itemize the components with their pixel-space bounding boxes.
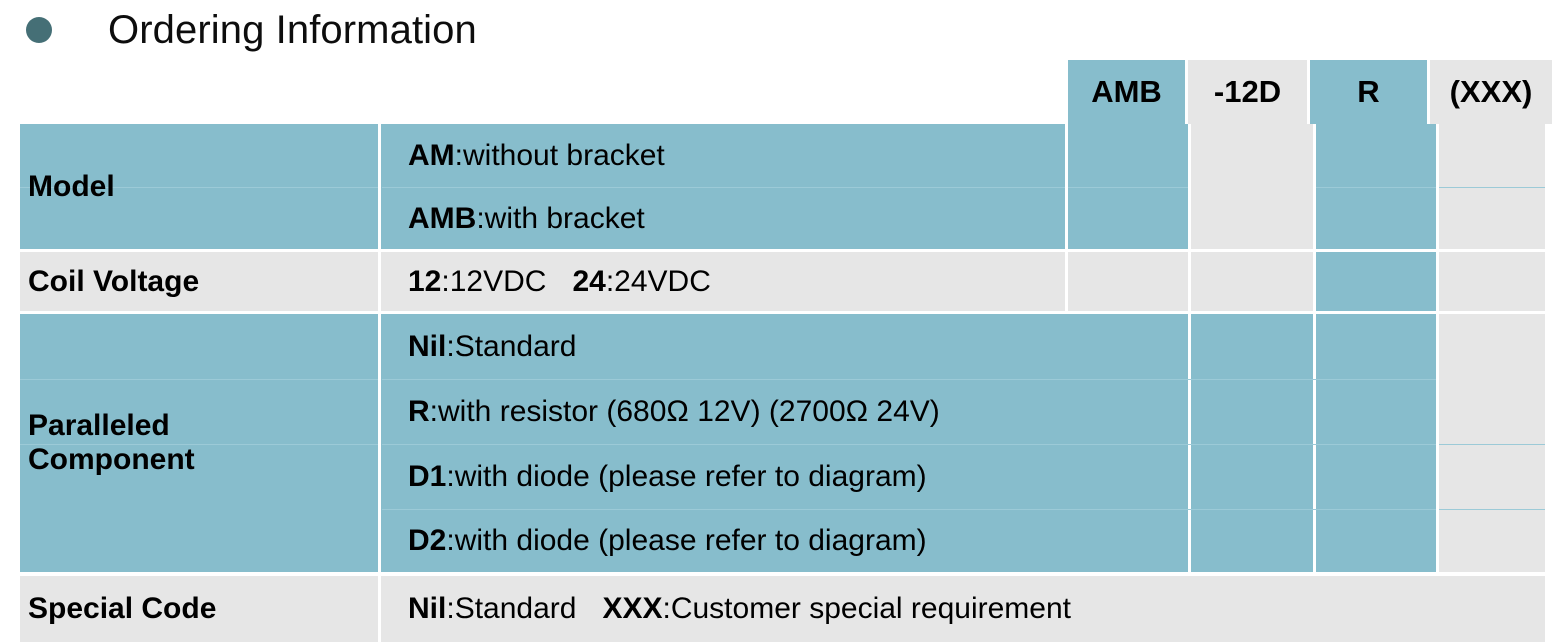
option-text-secondary: Customer special requirement	[670, 592, 1071, 625]
table-row: D2: with diode (please refer to diagram)	[382, 510, 1436, 572]
row-label-paralleled-text: Paralleled	[28, 409, 170, 443]
row-label-model: Model	[20, 124, 378, 249]
option-text: Standard	[454, 329, 577, 363]
option-text: with resistor (680Ω 12V) (2700Ω 24V)	[438, 395, 940, 428]
option-separator: :	[476, 201, 485, 235]
option-code: D1	[408, 460, 447, 493]
band-main-model	[20, 124, 1068, 252]
inner-gridline	[382, 379, 1436, 380]
inner-gridline	[20, 187, 378, 188]
option-text-secondary: 24VDC	[614, 264, 711, 298]
option-code: Nil	[408, 592, 447, 625]
inner-gridline	[1439, 187, 1545, 188]
part-code-cell-component: R	[1310, 60, 1430, 124]
ordering-information-table: Model AM: without bracket AMB: with brac…	[20, 124, 1545, 642]
option-separator: :	[446, 524, 455, 557]
table-row: AMB: with bracket	[382, 188, 1065, 249]
option-separator: :	[454, 138, 463, 172]
option-code: 12	[408, 264, 442, 298]
part-code-cell-model: AMB	[1068, 60, 1188, 124]
inner-gridline	[382, 444, 1436, 445]
band-main-voltage	[20, 252, 1068, 314]
table-row: Nil: Standard XXX: Customer special requi…	[382, 576, 1542, 642]
option-text: 12VDC	[449, 264, 547, 298]
option-separator: :	[429, 395, 439, 428]
column-separator	[1065, 124, 1068, 314]
part-code-cell-special: (XXX)	[1430, 60, 1552, 124]
column-separator	[378, 576, 381, 642]
row-separator	[20, 249, 1545, 252]
inner-gridline	[382, 187, 1065, 188]
row-label-coil-voltage: Coil Voltage	[20, 252, 378, 311]
band-amb-voltage	[1068, 252, 1188, 314]
option-code-secondary: 24	[572, 264, 606, 298]
column-separator	[1313, 124, 1316, 574]
option-separator: :	[446, 329, 455, 363]
option-code: AM	[408, 138, 455, 172]
row-label-special-code: Special Code	[20, 576, 378, 642]
inner-gridline	[1316, 187, 1436, 188]
column-separator	[378, 124, 381, 572]
option-code: R	[408, 395, 430, 428]
table-row: D1: with diode (please refer to diagram)	[382, 445, 1436, 509]
column-separator	[1436, 124, 1439, 574]
option-text: with bracket	[484, 201, 645, 235]
option-separator-secondary: :	[605, 264, 615, 298]
row-separator	[20, 572, 1545, 575]
row-label-paralleled-component: Paralleled Component	[20, 314, 378, 572]
option-text: with diode (please refer to diagram)	[454, 524, 927, 557]
inner-gridline	[1068, 187, 1188, 188]
page-title: Ordering Information	[108, 7, 477, 52]
slide-title-row: Ordering Information	[0, 0, 1552, 60]
table-row: 12: 12VDC 24: 24VDC	[382, 252, 1065, 311]
option-code: D2	[408, 524, 447, 557]
row-label-model-text: Model	[28, 169, 115, 203]
inner-gridline	[382, 509, 1436, 510]
option-separator: :	[446, 592, 455, 625]
option-code: AMB	[408, 201, 477, 235]
band-xxx-model	[1439, 124, 1545, 252]
inner-gridline	[20, 444, 378, 445]
band-12d-voltage	[1191, 252, 1313, 314]
inner-gridline	[1439, 509, 1545, 510]
bullet-dot-icon	[26, 17, 52, 43]
band-r-model	[1316, 124, 1436, 252]
table-row: AM: without bracket	[382, 124, 1065, 187]
band-main-special	[20, 576, 1545, 642]
option-code-secondary: XXX	[602, 592, 663, 625]
part-number-header: AMB -12D R (XXX)	[1068, 60, 1552, 124]
option-text: Standard	[454, 592, 577, 625]
row-separator	[20, 311, 1545, 314]
table-row: Nil: Standard	[382, 314, 1436, 379]
row-label-component-text: Component	[28, 443, 195, 476]
column-separator	[1188, 124, 1191, 574]
option-text: without bracket	[463, 138, 665, 172]
table-row: R: with resistor (680Ω 12V) (2700Ω 24V)	[382, 380, 1436, 444]
band-amb-model	[1068, 124, 1188, 252]
band-12d-model	[1191, 124, 1313, 252]
option-code: Nil	[408, 329, 447, 363]
inner-gridline	[1439, 444, 1545, 445]
option-text: with diode (please refer to diagram)	[454, 460, 927, 493]
option-separator: :	[446, 460, 455, 493]
option-separator-secondary: :	[662, 592, 671, 625]
part-code-cell-voltage: -12D	[1188, 60, 1310, 124]
band-xxx-voltage	[1439, 252, 1545, 314]
band-r-voltage	[1316, 252, 1436, 314]
inner-gridline	[20, 379, 378, 380]
row-label-coil-voltage-text: Coil Voltage	[28, 264, 200, 298]
option-separator: :	[441, 264, 450, 298]
row-label-special-code-text: Special Code	[28, 592, 217, 626]
